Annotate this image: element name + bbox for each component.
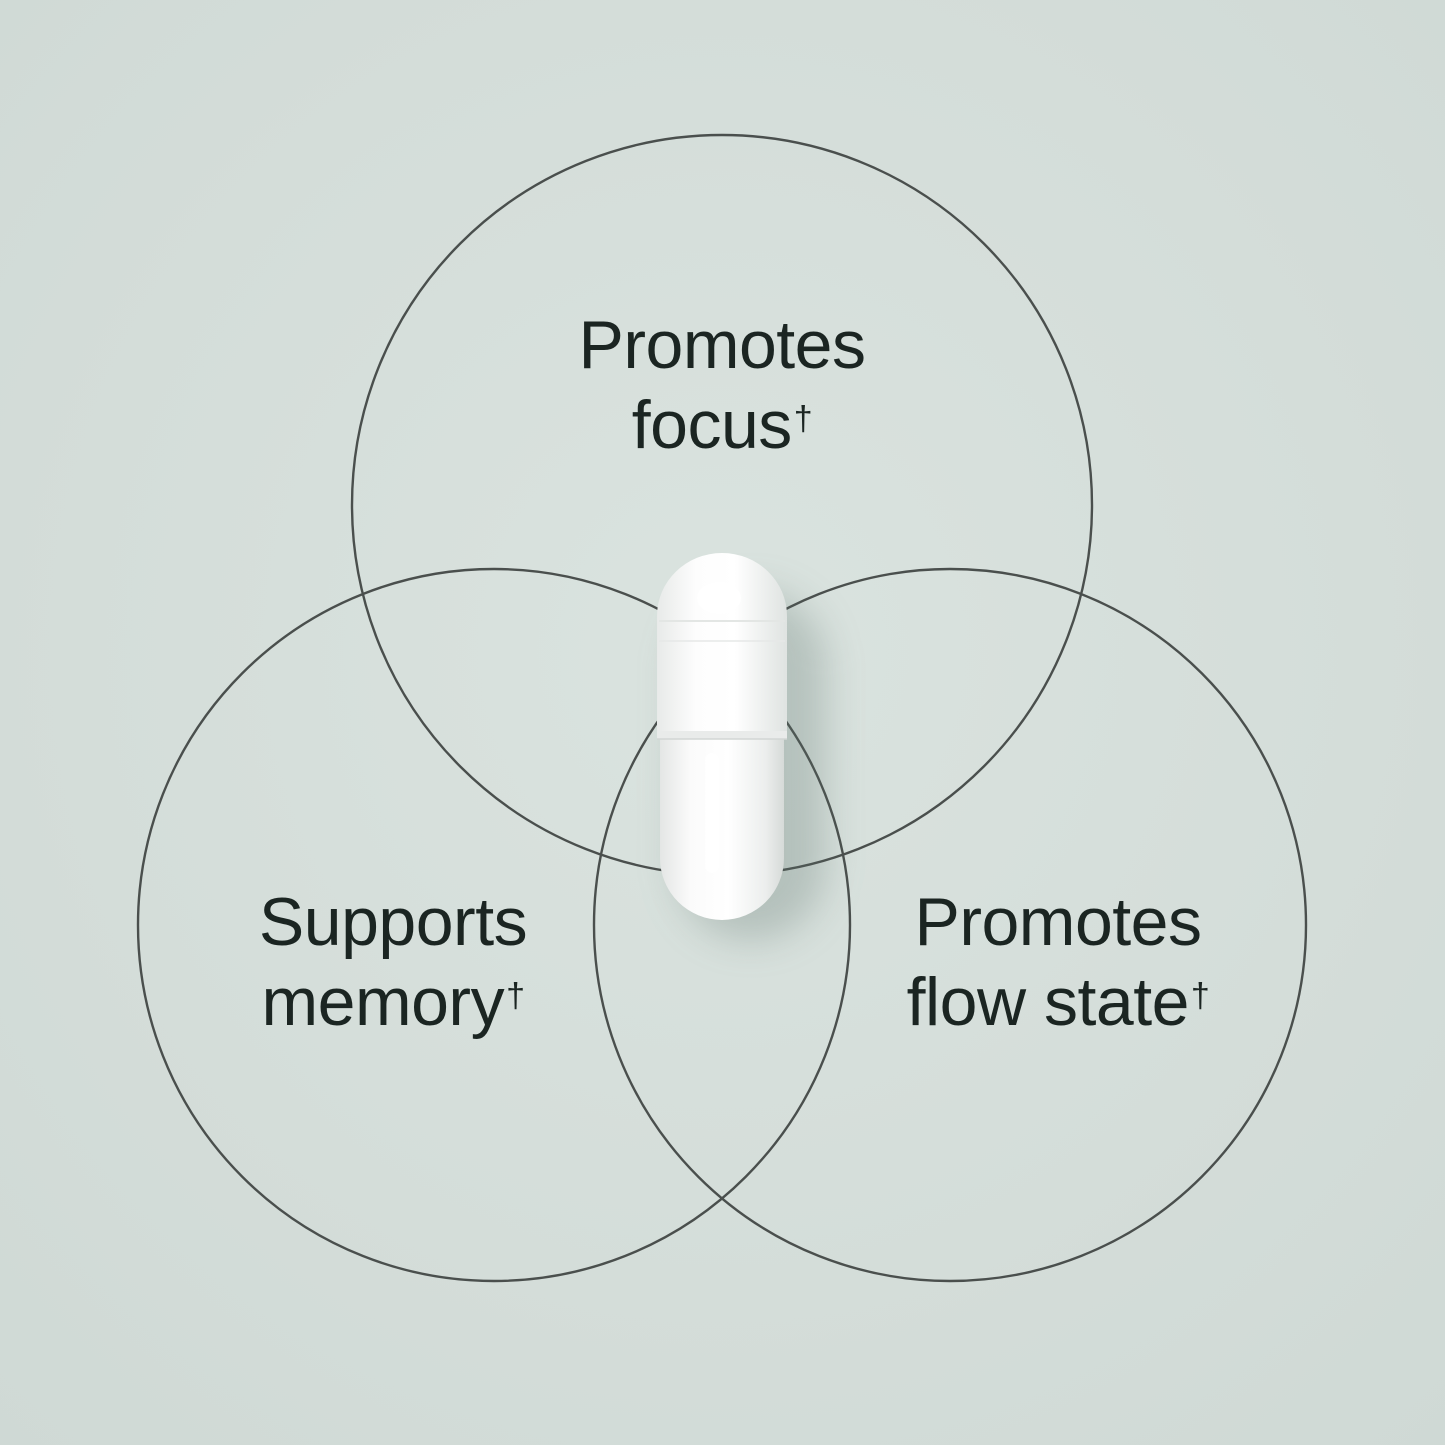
label-line: memory bbox=[261, 964, 504, 1040]
label-line: Supports bbox=[259, 882, 527, 962]
label-promotes-focus: Promotes focus† bbox=[579, 305, 866, 465]
label-supports-memory: Supports memory† bbox=[259, 882, 527, 1042]
dagger-mark: † bbox=[1191, 977, 1209, 1015]
dagger-mark: † bbox=[506, 977, 524, 1015]
capsule-pill-icon bbox=[657, 553, 787, 923]
dagger-mark: † bbox=[794, 400, 812, 438]
label-line: Promotes bbox=[907, 882, 1210, 962]
label-line: focus bbox=[632, 387, 792, 463]
label-promotes-flow-state: Promotes flow state† bbox=[907, 882, 1210, 1042]
label-line: Promotes bbox=[579, 305, 866, 385]
label-line: flow state bbox=[907, 964, 1189, 1040]
